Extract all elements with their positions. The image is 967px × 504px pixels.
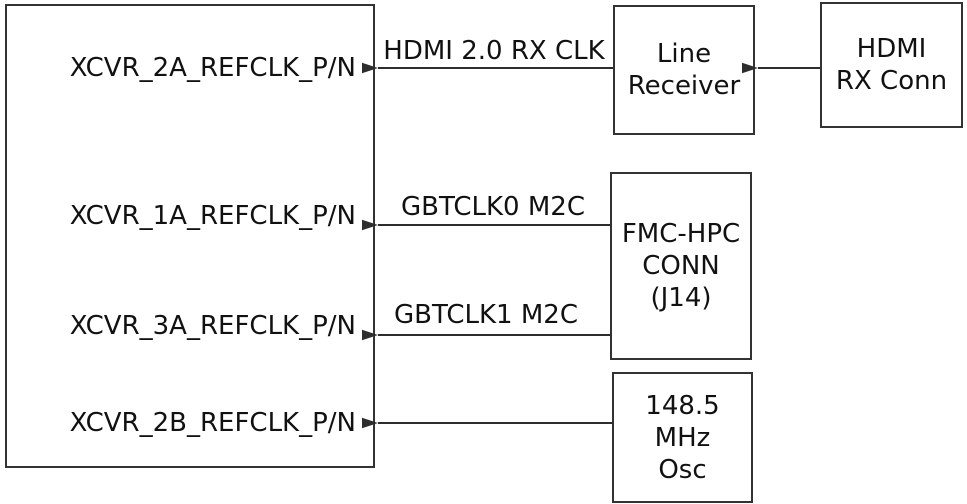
fpga-transceiver-block xyxy=(5,4,375,468)
port-label-xcvr-2b-refclk: XCVR_2B_REFCLK_P/N xyxy=(69,408,356,438)
block-label-line: Receiver xyxy=(627,71,741,101)
block-label-line: 148.5 MHz xyxy=(645,390,720,453)
line-receiver-block: Line Receiver xyxy=(613,5,755,135)
signal-label-gbtclk0-m2c: GBTCLK0 M2C xyxy=(401,192,585,222)
block-label-line: RX Conn xyxy=(835,66,948,96)
block-label-line: CONN xyxy=(642,251,720,281)
block-label-line: FMC-HPC xyxy=(621,219,741,249)
port-label-xcvr-3a-refclk: XCVR_3A_REFCLK_P/N xyxy=(69,311,356,341)
block-label-line: Line xyxy=(656,39,712,69)
block-label-line: HDMI xyxy=(856,34,927,64)
signal-label-gbtclk1-m2c: GBTCLK1 M2C xyxy=(394,300,578,330)
hdmi-rx-conn-block: HDMI RX Conn xyxy=(820,2,963,128)
oscillator-block: 148.5 MHz Osc xyxy=(612,372,753,503)
port-label-xcvr-2a-refclk: XCVR_2A_REFCLK_P/N xyxy=(69,53,356,83)
block-label-line: Osc xyxy=(658,454,707,485)
fmc-hpc-conn-block: FMC-HPC CONN (J14) xyxy=(610,172,752,360)
port-label-xcvr-1a-refclk: XCVR_1A_REFCLK_P/N xyxy=(69,201,356,231)
block-label-line: (J14) xyxy=(650,283,712,313)
signal-label-hdmi-2-0-rx-clk: HDMI 2.0 RX CLK xyxy=(383,36,605,66)
